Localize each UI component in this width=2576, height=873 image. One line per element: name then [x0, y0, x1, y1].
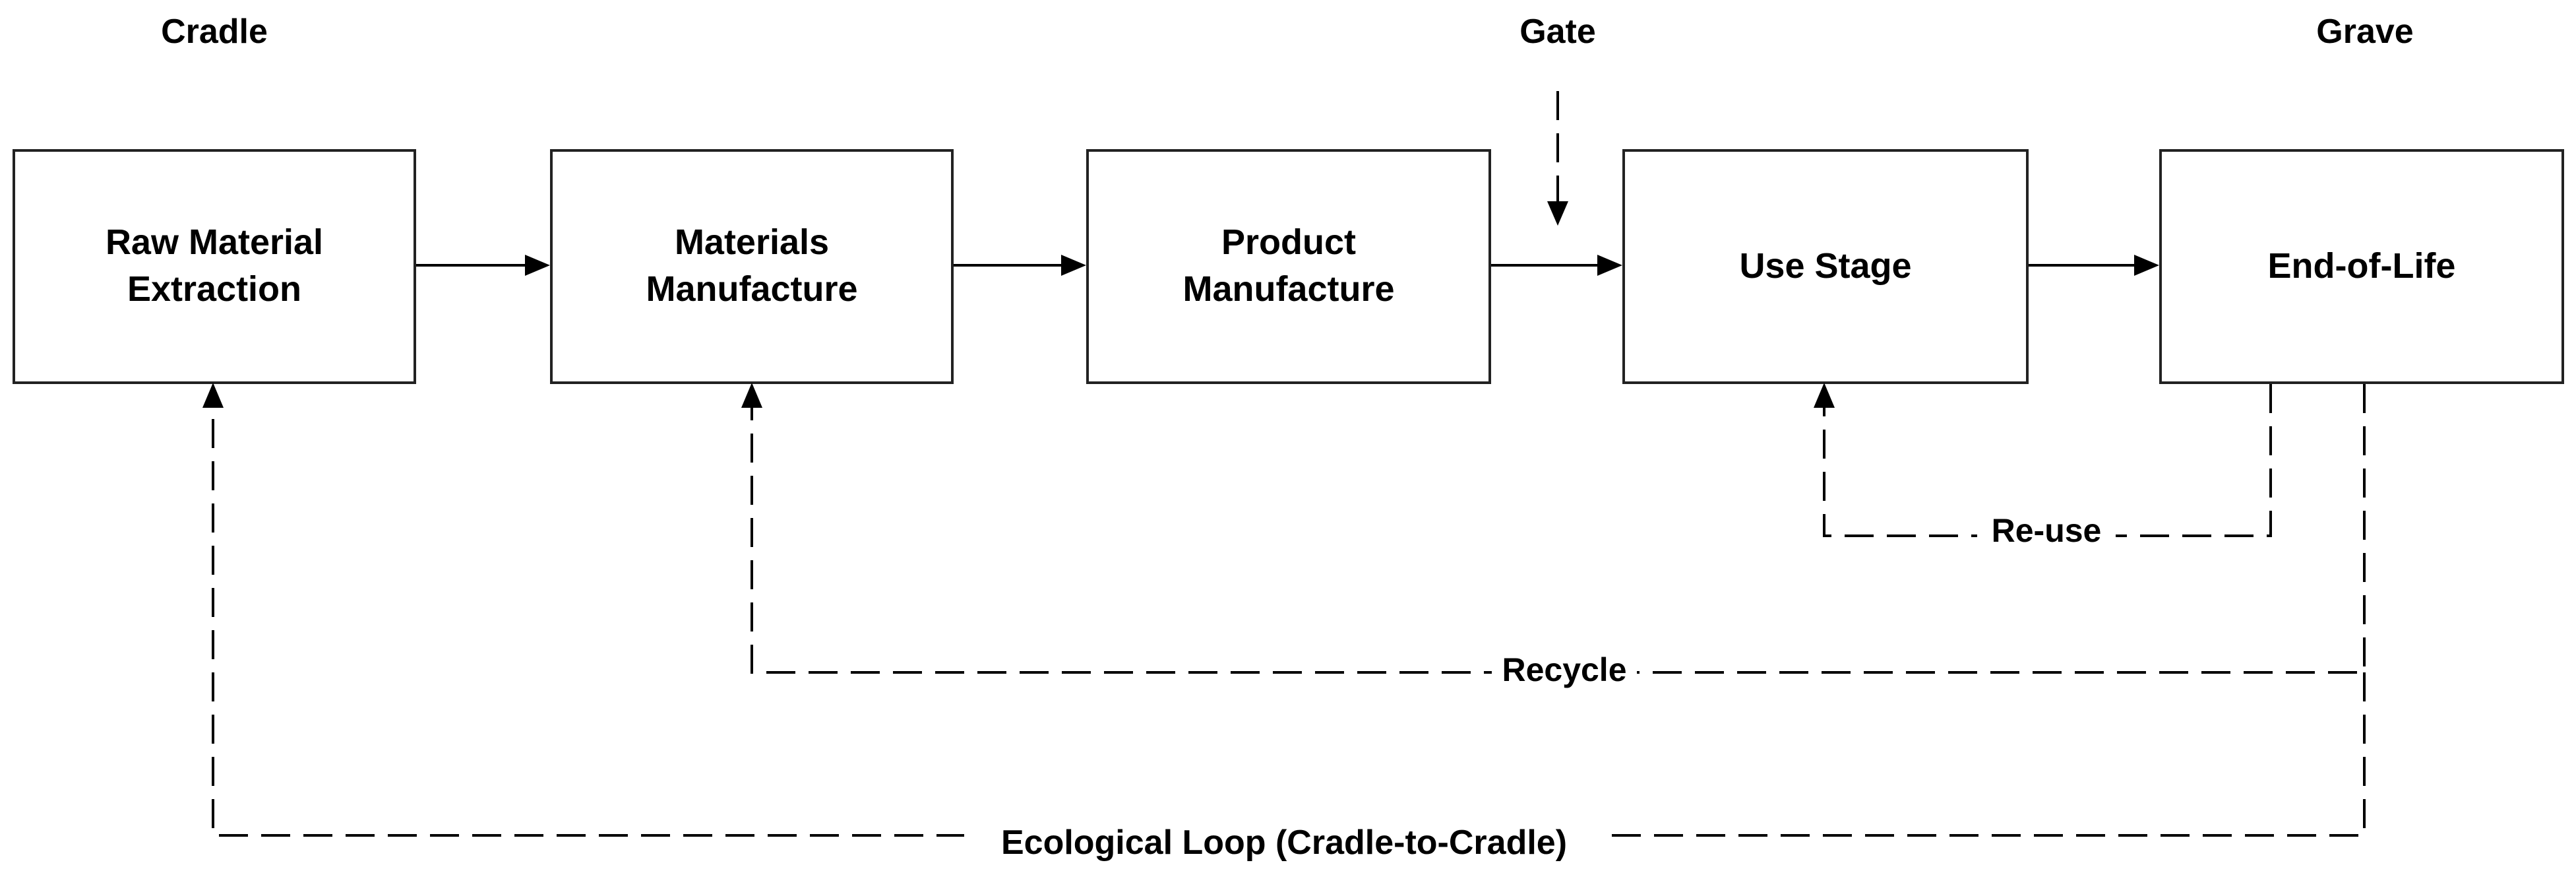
end-of-life-rect	[2159, 149, 2564, 384]
use-stage-label: Use Stage	[1739, 246, 1911, 286]
arrow-extraction-to-materials	[416, 255, 550, 276]
materials-manufacture-box: Materials Manufacture	[550, 149, 954, 384]
product-manufacture-label-line2: Manufacture	[1182, 269, 1394, 309]
arrow-materials-to-product	[954, 255, 1086, 276]
end-of-life-label: End-of-Life	[2268, 246, 2456, 286]
ecological-loop-label: Ecological Loop (Cradle-to-Cradle)	[1001, 824, 1567, 862]
reuse-loop: Re-use	[1814, 383, 2272, 556]
end-of-life-box: End-of-Life	[2159, 149, 2564, 384]
product-manufacture-rect	[1086, 149, 1491, 384]
arrow-use-to-end-of-life	[2029, 255, 2159, 276]
cradle-header: Cradle	[161, 13, 268, 51]
recycle-label: Recycle	[1502, 651, 1626, 688]
raw-material-extraction-label-line1: Raw Material	[106, 222, 323, 262]
raw-material-extraction-box: Raw Material Extraction	[13, 149, 416, 384]
raw-material-extraction-rect	[13, 149, 416, 384]
arrow-product-to-use	[1491, 255, 1622, 276]
gate-header: Gate	[1519, 13, 1596, 51]
product-manufacture-label-line1: Product	[1221, 222, 1356, 262]
use-stage-box: Use Stage	[1622, 149, 2029, 384]
use-stage-rect	[1622, 149, 2029, 384]
reuse-label: Re-use	[1992, 512, 2102, 549]
materials-manufacture-label-line1: Materials	[675, 222, 829, 262]
recycle-loop: Recycle	[741, 383, 2366, 692]
materials-manufacture-label-line2: Manufacture	[646, 269, 857, 309]
materials-manufacture-rect	[550, 149, 954, 384]
gate-arrow	[1547, 91, 1568, 226]
ecological-loop: Ecological Loop (Cradle-to-Cradle)	[202, 383, 2366, 862]
grave-header: Grave	[2316, 13, 2413, 51]
product-manufacture-box: Product Manufacture	[1086, 149, 1491, 384]
raw-material-extraction-label-line2: Extraction	[127, 269, 301, 309]
